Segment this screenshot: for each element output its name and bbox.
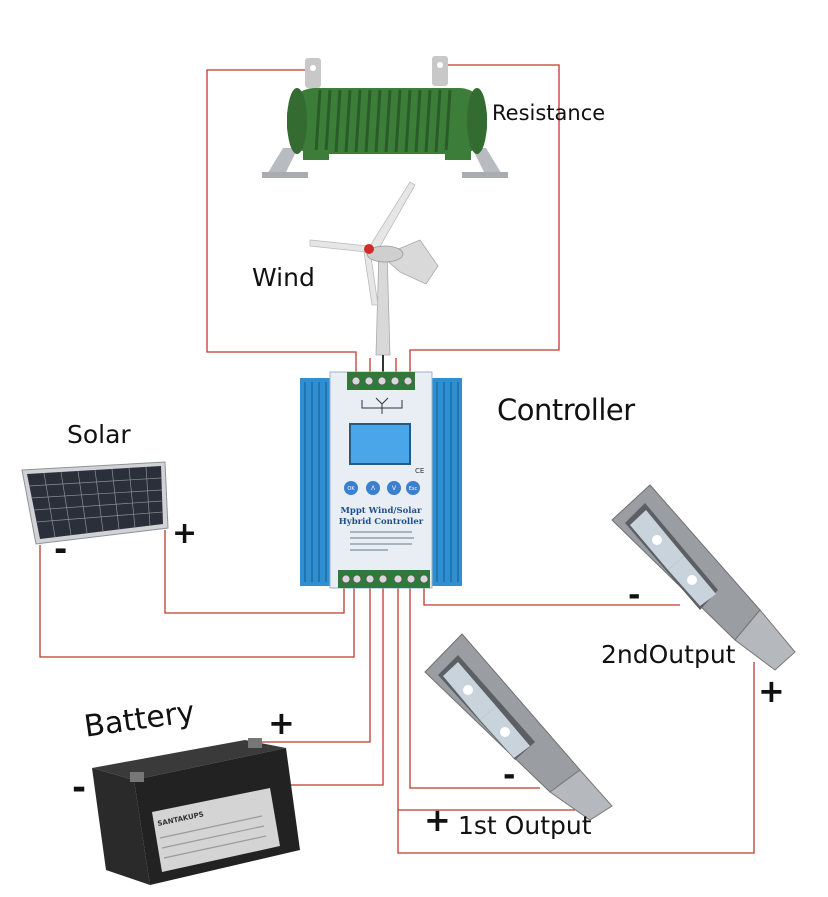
ok-button-label: OK (347, 486, 355, 492)
turbine-blade-2 (309, 239, 369, 253)
solar-panel (21, 461, 169, 545)
lamp-1-arm (549, 769, 613, 821)
wind-label: Wind (252, 263, 315, 292)
output2-positive-wire (397, 662, 755, 854)
output2-plus-sign: + (758, 672, 785, 710)
turbine-hub (364, 244, 374, 254)
solar-negative-wire (39, 545, 355, 658)
esc-button[interactable] (406, 481, 420, 495)
output1-plus-sign: + (424, 801, 451, 839)
battery: SANTAKUPS (92, 738, 300, 885)
lcd-screen (349, 423, 411, 465)
battery-top (92, 740, 286, 780)
resistor-coil (314, 89, 452, 153)
output1-negative-wire (409, 585, 540, 789)
resistor (262, 56, 508, 178)
solar-plus-sign: + (172, 516, 198, 551)
output2-label: 2ndOutput (601, 640, 736, 669)
turbine-nacelle (366, 245, 404, 263)
battery-plus-sign: + (268, 704, 295, 742)
output2-negative-wire (423, 585, 680, 606)
ce-mark: CE (415, 467, 424, 475)
resistor-wire-right (409, 64, 560, 372)
controller-buttons: OK Λ V Esc (344, 481, 420, 495)
turbine-mast (375, 249, 391, 356)
battery-label-plate (152, 788, 280, 872)
up-button[interactable] (366, 481, 380, 495)
controller-title-line1: Mppt Wind/Solar (340, 506, 422, 516)
controller: CE OK Λ V Esc Mppt Wind/Solar Hybrid Con… (300, 371, 462, 589)
controller-face (329, 371, 433, 589)
battery-positive-wire (255, 585, 371, 743)
controller-title-line2: Hybrid Controller (339, 517, 424, 527)
lamp-2-arm (734, 609, 796, 671)
wind-symbol-icon (361, 397, 403, 414)
wind-turbine (309, 181, 439, 372)
wires (39, 64, 755, 854)
esc-button-label: Esc (409, 486, 418, 492)
ok-button[interactable] (344, 481, 358, 495)
resistor-terminal-left (305, 58, 321, 88)
battery-terminal-positive (248, 738, 262, 748)
output1-label: 1st Output (458, 811, 592, 840)
output2-minus-sign: - (628, 578, 641, 613)
output1-minus-sign: - (503, 758, 516, 793)
solar-label: Solar (67, 420, 131, 449)
down-button[interactable] (387, 481, 401, 495)
turbine-blade-1 (369, 181, 416, 251)
resistor-terminal-right (432, 56, 448, 86)
battery-terminal-negative (130, 772, 144, 782)
resistance-label: Resistance (492, 101, 606, 125)
controller-label: Controller (497, 393, 635, 427)
battery-minus-sign: - (72, 768, 87, 808)
battery-front (92, 768, 150, 885)
down-button-label: V (392, 485, 397, 492)
solar-minus-sign: - (54, 530, 68, 568)
street-lamp-1 (424, 633, 613, 821)
up-button-label: Λ (371, 485, 376, 492)
controller-fine-print (350, 531, 414, 551)
resistor-wire-left (206, 69, 357, 372)
street-lamp-2 (611, 484, 796, 671)
solar-positive-wire (164, 530, 345, 614)
